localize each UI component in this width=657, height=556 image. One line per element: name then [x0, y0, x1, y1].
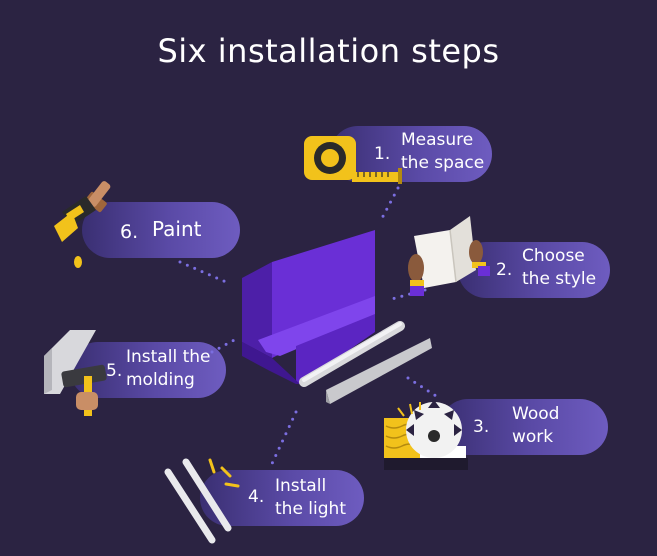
step-3-line2: work [512, 427, 554, 447]
connector-6 [178, 260, 228, 284]
connector-4 [268, 410, 298, 470]
paint-brush-icon [54, 181, 111, 268]
page-title: Six installation steps [157, 32, 500, 70]
connector-5 [210, 336, 240, 354]
catalog-hands-icon [408, 216, 490, 296]
step-2-label: Choose the style [522, 245, 596, 291]
connector-3 [406, 376, 438, 398]
step-3-label: Wood work [512, 403, 559, 449]
step-2-number: 2. [496, 260, 513, 280]
tape-measure-icon [304, 136, 402, 184]
step-5-line1: Install the [126, 347, 211, 367]
connector-1 [378, 186, 400, 224]
step-3-number: 3. [473, 417, 490, 437]
step-3-pill [440, 399, 608, 455]
step-5-number: 5. [106, 361, 123, 381]
connector-lines [178, 186, 438, 470]
step-5-line2: molding [126, 370, 195, 390]
step-6-label: Paint [152, 218, 202, 241]
step-2-line1: Choose [522, 246, 585, 266]
light-tubes-icon [164, 458, 240, 544]
step-1-line1: Measure [401, 130, 474, 150]
step-3-line1: Wood [512, 404, 560, 424]
step-1-line2: the space [401, 153, 485, 173]
step-2-line2: the style [522, 269, 597, 289]
step-6-line1: Paint [152, 217, 202, 241]
connector-2 [386, 288, 427, 302]
step-6-pill [82, 202, 240, 258]
step-4-line1: Install [275, 476, 327, 496]
cornice-illustration [242, 230, 432, 404]
hammer-icon [44, 330, 107, 416]
step-4-line2: the light [275, 499, 346, 519]
step-6-number: 6. [120, 221, 139, 243]
step-1-number: 1. [374, 144, 391, 164]
circular-saw-icon [384, 400, 468, 470]
step-4-label: Install the light [275, 475, 346, 521]
step-4-pill [200, 470, 364, 526]
step-1-label: Measure the space [401, 129, 484, 175]
step-4-number: 4. [248, 487, 265, 507]
step-5-label: Install the molding [126, 346, 210, 392]
